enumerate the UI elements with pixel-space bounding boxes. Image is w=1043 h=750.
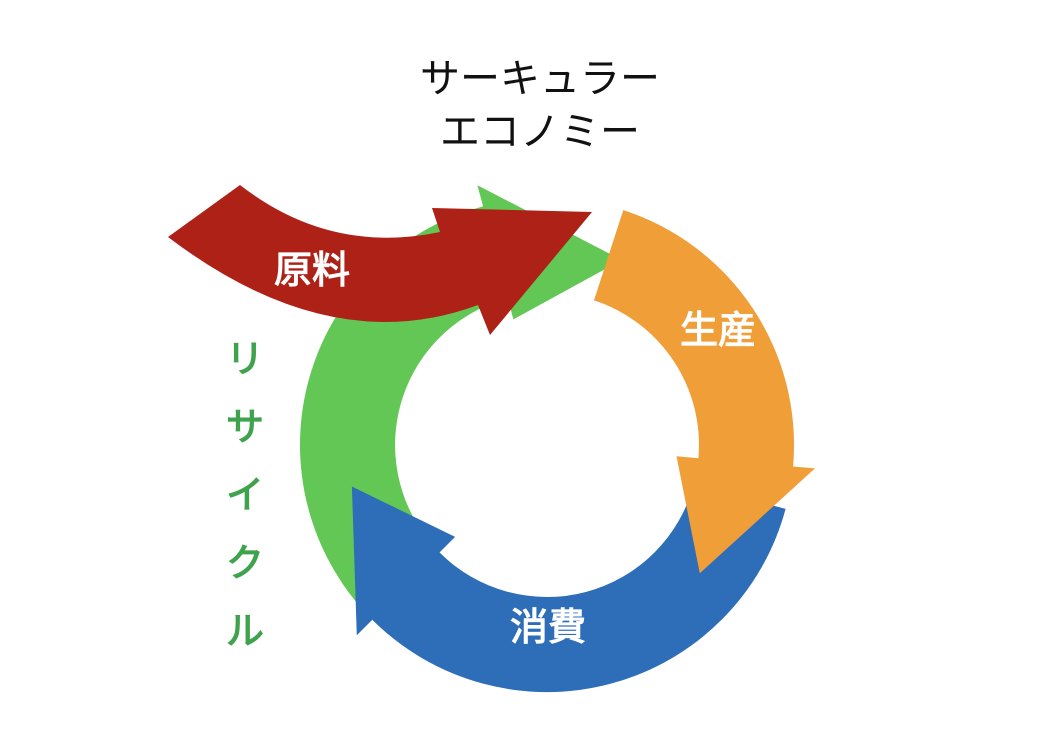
title-line-1: サーキュラー: [420, 56, 660, 102]
recycle-char: サ: [226, 405, 264, 449]
consumption-label: 消費: [510, 605, 586, 649]
consumption-arrow: [351, 484, 786, 693]
title-line-2: エコノミー: [440, 109, 640, 155]
production-arrow: [594, 210, 815, 574]
raw-material-label: 原料: [274, 248, 350, 292]
recycle-char: リ: [226, 337, 264, 381]
recycle-char: ク: [226, 541, 264, 585]
recycle-char: イ: [226, 473, 264, 517]
raw-material-arrow: [168, 185, 592, 335]
recycle-label: リ サ イ ク ル: [226, 337, 264, 653]
recycle-char: ル: [226, 609, 264, 653]
production-label: 生産: [680, 308, 756, 352]
